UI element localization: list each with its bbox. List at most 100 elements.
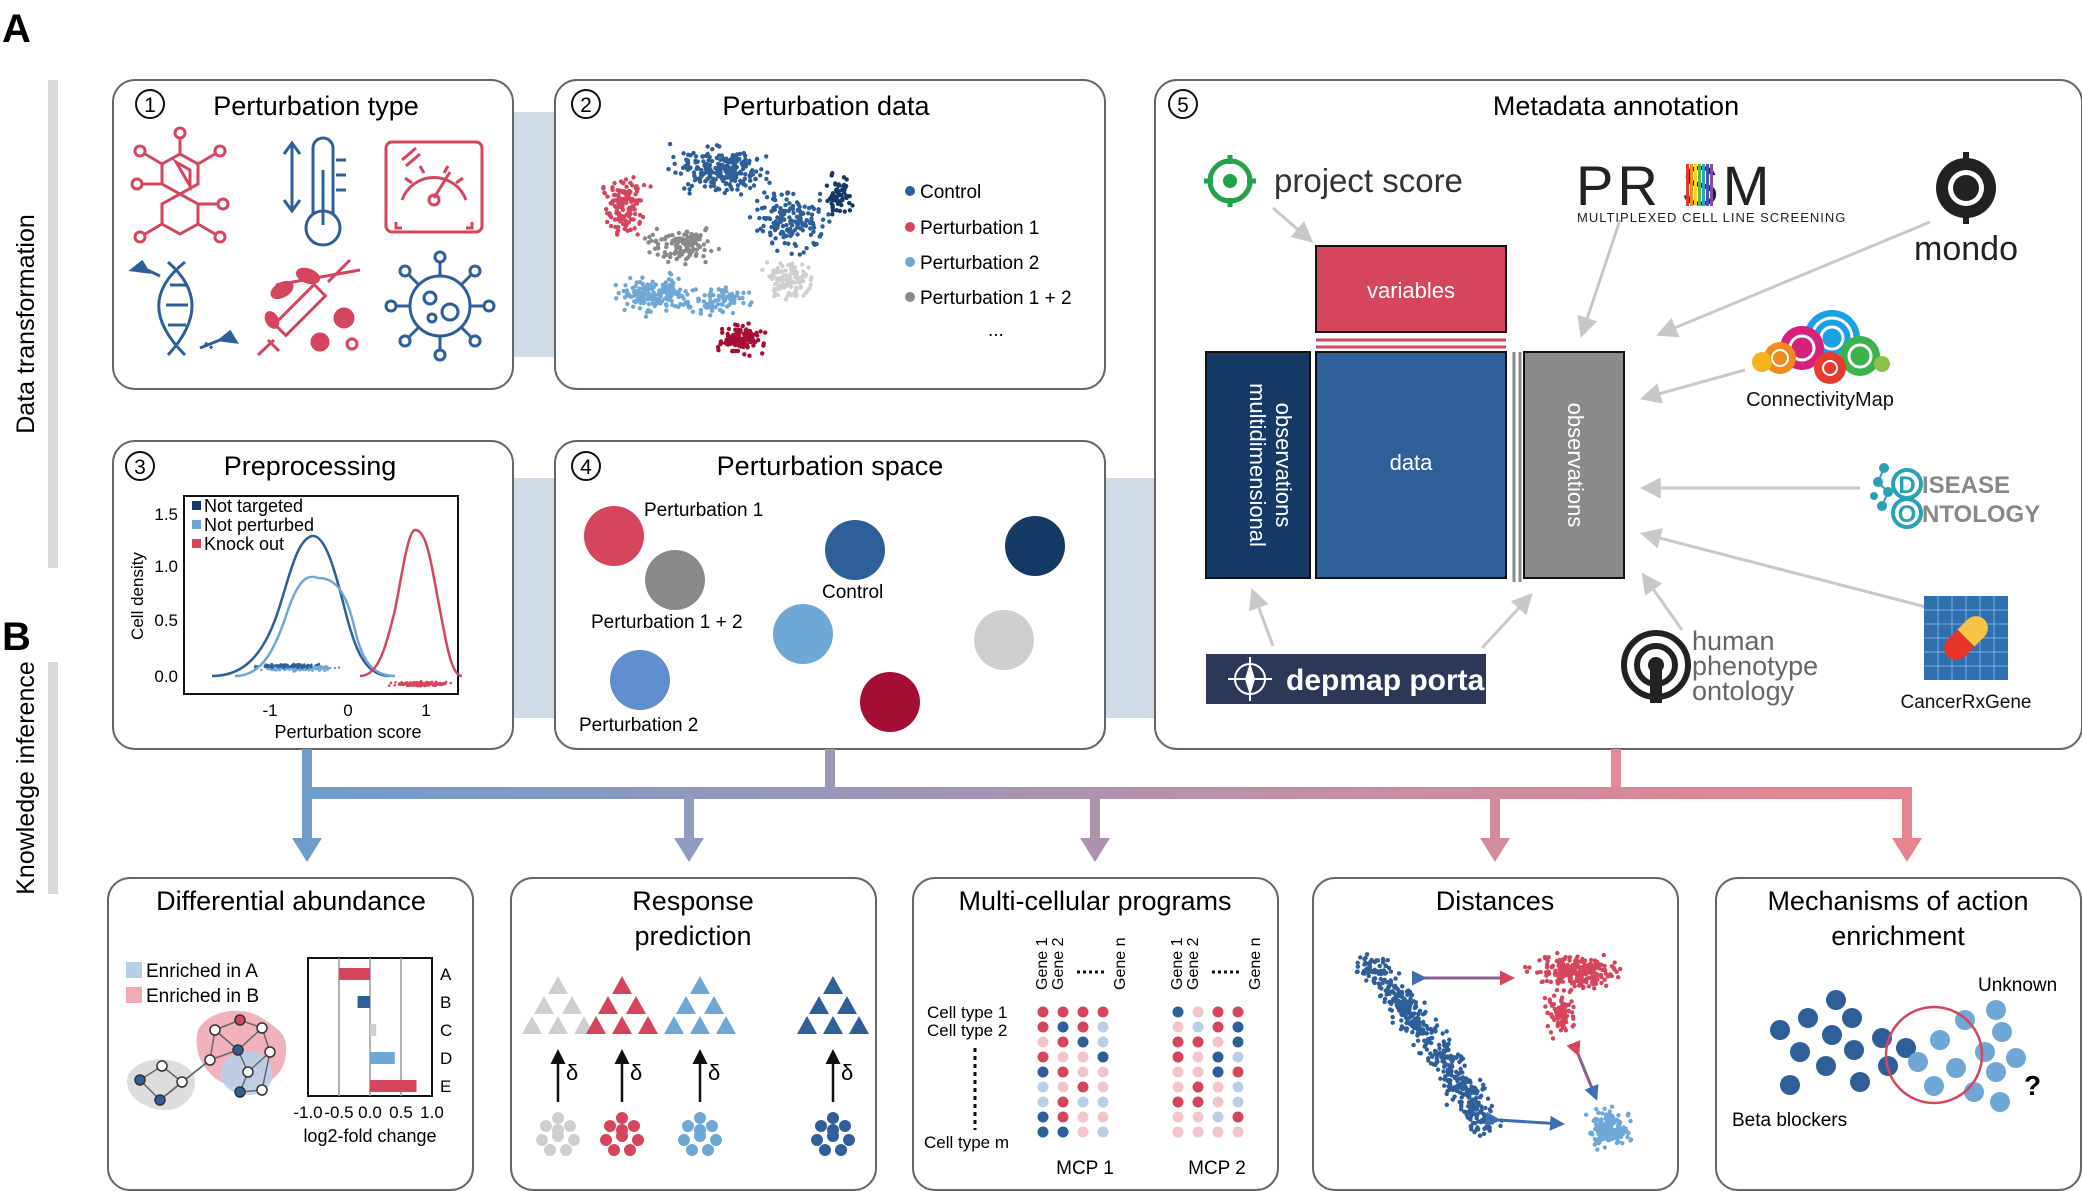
umap-point	[720, 290, 725, 295]
cloud-point	[1363, 961, 1368, 966]
cell-marker	[843, 1134, 855, 1146]
umap-point	[811, 240, 816, 246]
umap-point	[631, 304, 636, 309]
category-label: C	[440, 1021, 452, 1040]
rug-point	[290, 664, 294, 667]
matrix-cell	[1097, 1066, 1109, 1078]
umap-point	[674, 246, 679, 251]
umap-point	[850, 203, 855, 208]
umap-point	[761, 223, 766, 229]
cloud-point	[1485, 1096, 1491, 1101]
cloud-point	[1585, 963, 1591, 968]
cloud-point	[1432, 1048, 1438, 1054]
cloud-point	[1542, 995, 1548, 1001]
matrix-cell	[1097, 1126, 1109, 1138]
rug-point	[320, 668, 323, 671]
cloud-point	[1535, 970, 1540, 975]
matrix-cell	[1232, 1111, 1244, 1123]
umap-point	[720, 165, 726, 170]
cloud-point	[1572, 984, 1577, 989]
umap-point	[830, 212, 835, 217]
cloud-point	[1458, 1066, 1463, 1072]
cloud-point	[1396, 993, 1402, 999]
umap-point	[800, 262, 805, 267]
cloud-point	[1399, 1012, 1405, 1018]
cloud-point	[1614, 1133, 1619, 1138]
umap-point	[630, 285, 635, 291]
umap-point	[738, 338, 743, 343]
umap-point	[804, 246, 809, 251]
triangle-marker	[849, 1016, 869, 1034]
legend: Control Perturbation 1 Perturbation 2 Pe…	[905, 182, 1072, 341]
umap-point	[791, 191, 796, 197]
cloud-point	[1465, 1115, 1471, 1120]
rug-point	[401, 682, 404, 685]
x-tick: 0.5	[389, 1103, 413, 1122]
point-dark-red	[860, 672, 920, 732]
umap-point	[754, 169, 759, 174]
cloud-point	[1415, 1038, 1421, 1043]
panel-differential-abundance: Differential abundance Enriched in A Enr…	[107, 877, 474, 1191]
legend-marker-p12	[905, 292, 915, 302]
matrix-cell	[1077, 1051, 1089, 1063]
point-light-grey	[974, 610, 1034, 670]
cell-marker	[694, 1124, 706, 1136]
umap-point	[614, 230, 620, 235]
umap-point	[629, 199, 634, 204]
cloud-point	[1561, 988, 1567, 993]
cloud-point	[1383, 970, 1389, 975]
gene-label: Gene n	[1112, 938, 1129, 990]
umap-point	[764, 195, 770, 200]
unknown-label: Unknown	[1978, 975, 2057, 996]
umap-point	[707, 293, 712, 298]
umap-point	[723, 168, 729, 173]
rug-point	[398, 682, 401, 685]
data-block	[1315, 351, 1507, 579]
umap-point	[739, 160, 744, 165]
cloud-point	[1481, 1131, 1487, 1137]
umap-point	[771, 191, 777, 196]
cell-marker	[827, 1124, 839, 1136]
cloud-point	[1590, 1132, 1595, 1137]
umap-point	[680, 165, 686, 170]
rug-point	[271, 665, 275, 669]
cloud-point	[1550, 1014, 1555, 1020]
cloud-point	[1567, 989, 1572, 995]
cloud-point	[1462, 1063, 1467, 1068]
matrix-cell	[1172, 1006, 1184, 1018]
cloud-point	[1393, 976, 1398, 981]
cloud-point	[1442, 1077, 1447, 1082]
umap-point	[743, 183, 748, 188]
cloud-point	[1386, 980, 1391, 985]
umap-point	[676, 239, 681, 244]
umap-point	[622, 295, 628, 300]
prism-subtitle: MULTIPLEXED CELL LINE SCREENING	[1577, 210, 1846, 225]
umap-point	[732, 178, 738, 184]
umap-point	[782, 240, 787, 246]
umap-point	[612, 180, 617, 186]
cloud-point	[1563, 954, 1568, 960]
cloud-point	[1436, 1042, 1442, 1048]
umap-point	[623, 198, 628, 204]
cloud-point	[1441, 1050, 1446, 1056]
umap-point	[685, 300, 691, 305]
flow-arrowhead	[1080, 838, 1110, 862]
matrix-cell	[1077, 1081, 1089, 1093]
bar	[370, 1052, 395, 1064]
moa-points	[1770, 990, 2026, 1112]
cloud-point	[1365, 966, 1370, 971]
triangle-marker	[664, 1016, 684, 1034]
cloud-point	[1574, 964, 1580, 969]
cloud-point	[1386, 965, 1392, 971]
umap-point	[780, 263, 785, 269]
cloud-point	[1420, 1027, 1426, 1033]
umap-point	[696, 243, 701, 248]
cloud-point	[1469, 1084, 1474, 1089]
rug-point	[412, 681, 415, 684]
umap-point	[735, 348, 741, 354]
umap-point	[811, 225, 817, 230]
umap-point	[748, 178, 753, 183]
cell-marker	[702, 1144, 714, 1156]
cloud-point	[1394, 997, 1399, 1003]
triangle-marker	[797, 1016, 817, 1034]
